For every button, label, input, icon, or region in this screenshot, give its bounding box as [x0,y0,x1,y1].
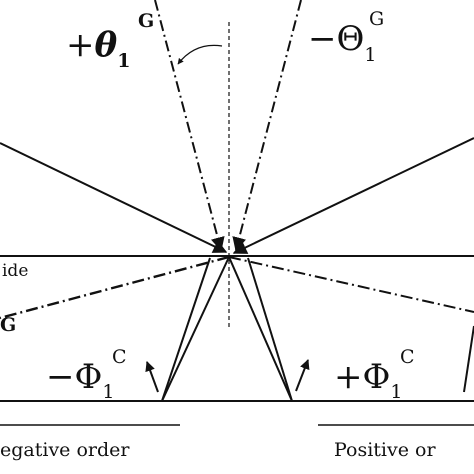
theta-plus-sup: G [138,10,154,32]
positive-order-label: Positive or [334,439,436,461]
theta-minus-label: −Θ1 [308,19,376,66]
guided-beam-left [0,255,230,320]
medium-label: ide [2,261,28,281]
phi-minus-arrow [145,361,159,393]
incident-beam-plus [154,0,225,252]
beam-upper-left [0,142,228,253]
beam-upper-right [232,137,474,254]
rotation-arrow [177,44,223,65]
right-edge-beam [463,325,474,393]
incident-beam-minus [232,0,302,252]
phi-plus-sup: C [400,346,415,368]
reflected-beam-positive [247,257,293,402]
phi-plus-label: +Φ1 [334,357,402,403]
phi-plus-arrow [295,359,310,392]
phi-minus-label: −Φ1 [46,357,114,403]
diffracted-beam-positive [228,256,293,402]
reflected-beam-negative [161,257,211,402]
phi-minus-sup: C [112,346,127,368]
negative-order-label: egative order [0,439,130,461]
diffracted-beam-negative [161,256,230,402]
guided-beam-right [228,256,474,313]
left-partial-sup: G [0,314,16,336]
theta-plus-label: +θ1 [66,25,130,72]
theta-minus-sup: G [369,8,384,30]
